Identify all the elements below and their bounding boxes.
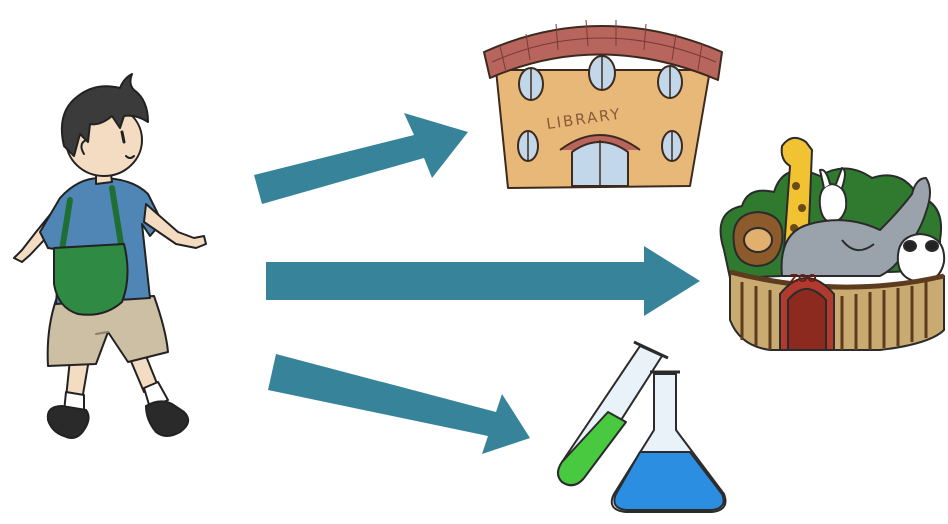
zoo-enclosure-icon: ZOO [721,138,945,350]
arrow-to-zoo-icon [266,246,700,316]
zoo-sign: ZOO [790,272,817,285]
library-building-icon: LIBRARY [484,20,722,188]
lab-glassware-icon [558,342,726,512]
arrow-to-lab-icon [268,354,530,454]
arrow-to-library-icon [254,113,468,204]
boy-figure [14,74,206,438]
